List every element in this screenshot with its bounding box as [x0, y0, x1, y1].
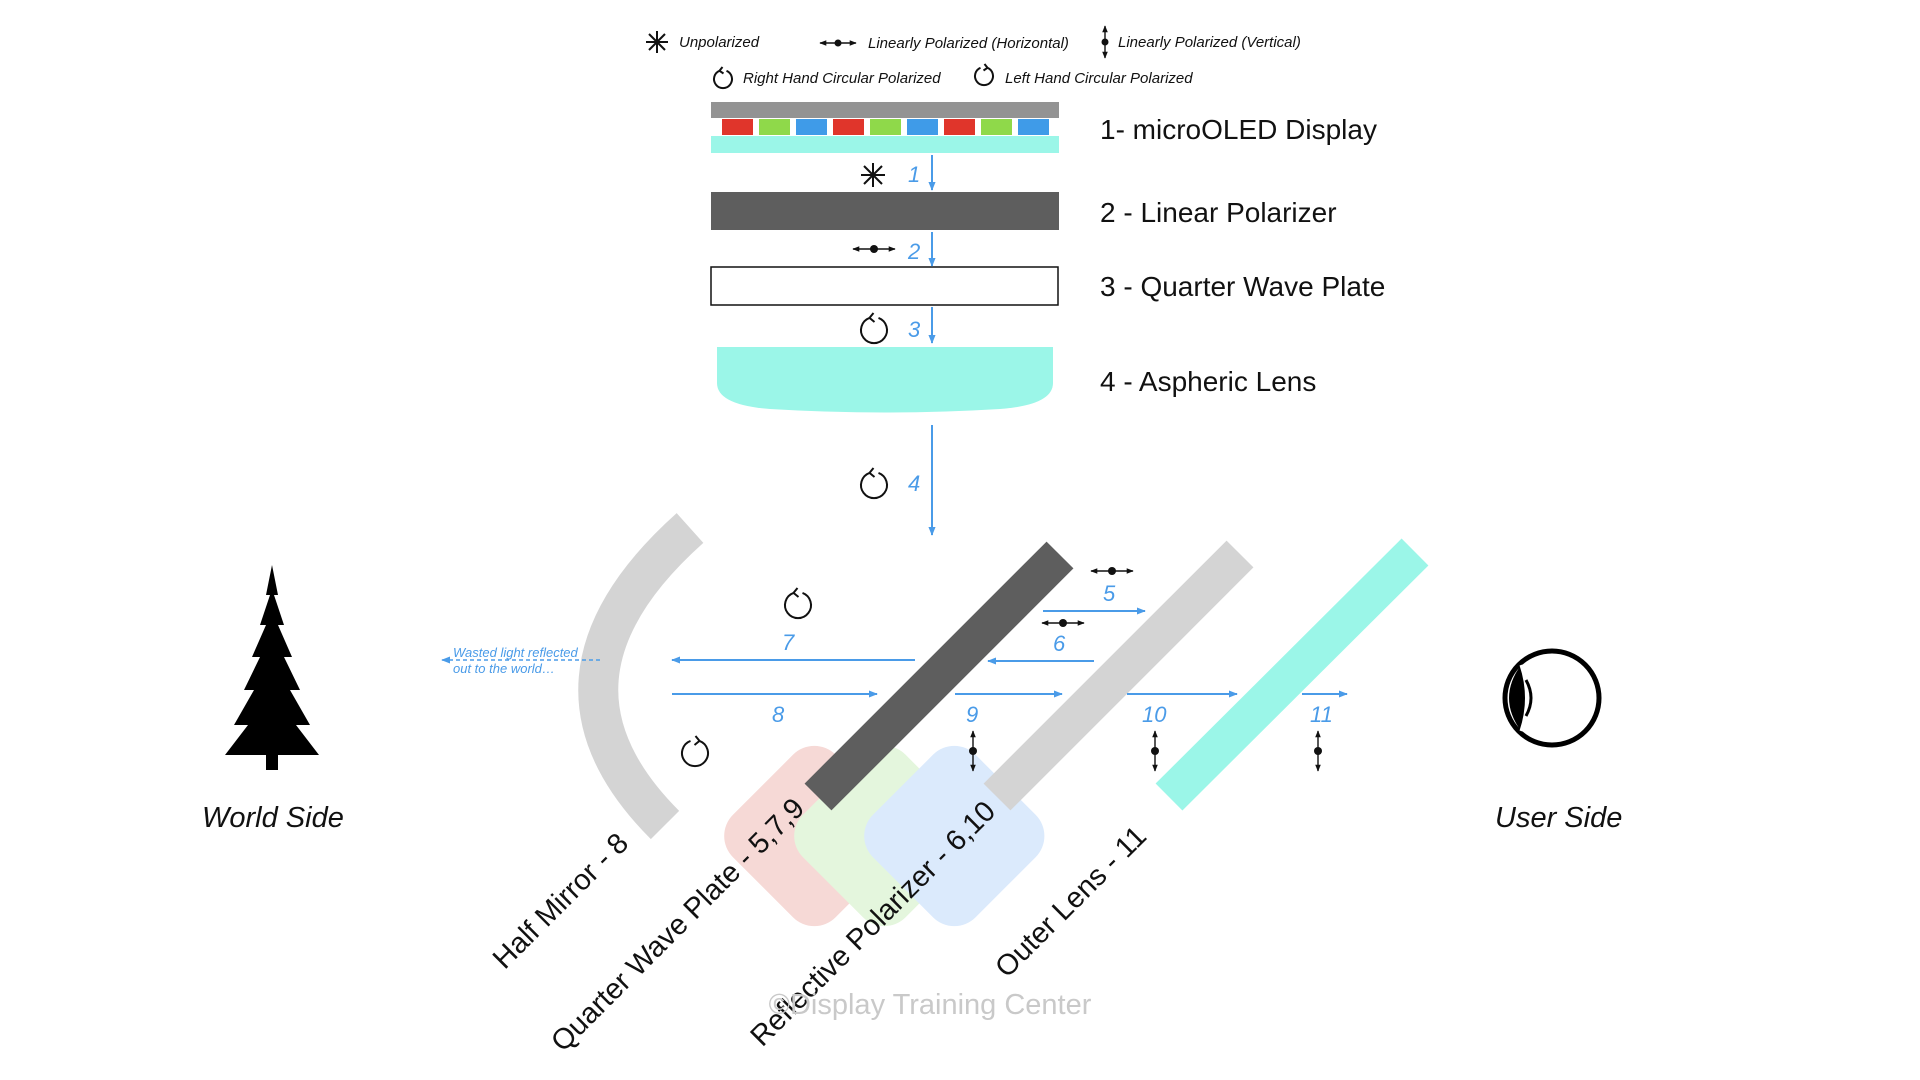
step-4: 4 — [908, 471, 920, 496]
linear-polarizer — [711, 192, 1059, 230]
label-half-mirror: Half Mirror - 8 — [487, 827, 635, 975]
label-linear-polarizer: 2 - Linear Polarizer — [1100, 197, 1337, 228]
legend-linear-vertical: Linearly Polarized (Vertical) — [1118, 34, 1301, 51]
step-5: 5 — [1103, 581, 1116, 606]
user-side-label: User Side — [1495, 802, 1622, 834]
right-circular-icon — [784, 587, 812, 620]
aspheric-lens — [717, 347, 1053, 413]
wasted-light-note: Wasted light reflected out to the world… — [453, 645, 581, 676]
step-7: 7 — [782, 630, 795, 655]
outer-lens-diagonal — [1155, 538, 1429, 811]
linear-vertical-icon — [1101, 25, 1109, 59]
linear-horizontal-icon — [819, 39, 857, 47]
quarter-wave-plate-top — [710, 266, 1059, 306]
linear-vertical-icon — [1314, 730, 1322, 772]
right-circular-icon — [860, 467, 888, 500]
legend-right-circular: Right Hand Circular Polarized — [743, 70, 941, 87]
linear-horizontal-icon — [852, 245, 896, 253]
right-circular-icon — [860, 312, 888, 345]
linear-vertical-icon — [1151, 730, 1159, 772]
half-mirror — [578, 513, 704, 840]
legend-left-circular: Left Hand Circular Polarized — [1005, 70, 1193, 87]
left-circular-icon — [974, 63, 994, 87]
reflective-polarizer-diagonal — [983, 540, 1254, 811]
step-10: 10 — [1142, 702, 1167, 727]
step-8: 8 — [772, 702, 785, 727]
step-11: 11 — [1310, 702, 1333, 727]
unpolarized-icon — [646, 31, 668, 53]
step-9: 9 — [966, 702, 978, 727]
linear-horizontal-icon — [1090, 567, 1134, 575]
linear-horizontal-icon — [1041, 619, 1085, 627]
eye-icon — [1502, 648, 1602, 748]
step-6: 6 — [1053, 631, 1066, 656]
label-aspheric-lens: 4 - Aspheric Lens — [1100, 366, 1316, 397]
legend-unpolarized: Unpolarized — [679, 34, 760, 51]
step-2: 2 — [907, 239, 920, 264]
legend-linear-horizontal: Linearly Polarized (Horizontal) — [868, 35, 1069, 52]
quarter-wave-plate-diagonal — [804, 541, 1074, 811]
tree-icon — [225, 565, 319, 770]
legend: Unpolarized Linearly Polarized (Horizont… — [646, 25, 1301, 90]
step-1: 1 — [908, 162, 920, 187]
right-circular-icon — [713, 66, 733, 90]
microoled-display — [711, 102, 1059, 153]
step-3: 3 — [908, 317, 921, 342]
pixel-row — [722, 119, 1049, 135]
linear-vertical-icon — [969, 730, 977, 772]
unpolarized-icon — [861, 163, 885, 187]
left-circular-icon — [681, 735, 709, 768]
world-side-label: World Side — [202, 802, 344, 834]
copyright-watermark: ©Display Training Center — [769, 989, 1092, 1021]
label-quarter-wave-plate: 3 - Quarter Wave Plate — [1100, 271, 1385, 302]
label-display: 1- microOLED Display — [1100, 114, 1377, 145]
